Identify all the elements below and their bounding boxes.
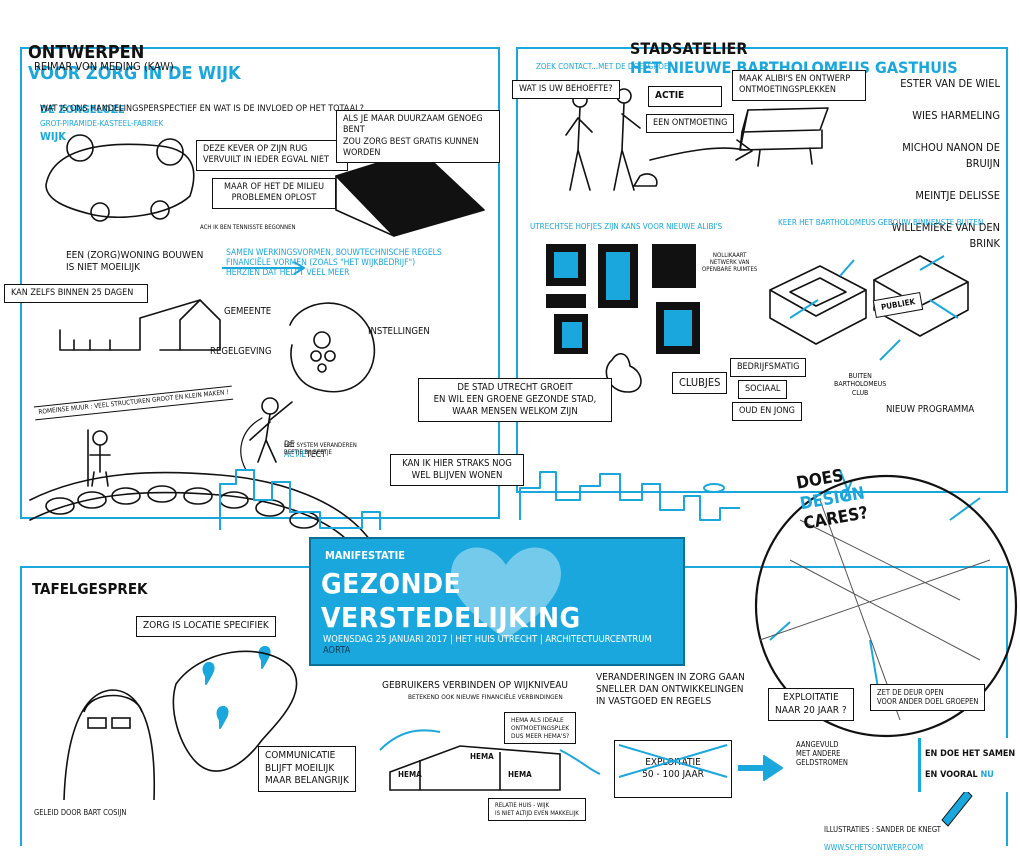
ontmoeting-bubble: EEN ONTMOETING — [646, 114, 735, 134]
hema-sign-3: HEMA — [508, 770, 532, 779]
frame-top-left — [20, 47, 500, 519]
clubjes-box: CLUBJES — [672, 372, 728, 394]
activist-b: ACTIE — [284, 450, 307, 461]
credit-line: ILLUSTRATIES : SANDER DE KNEGT — [824, 825, 941, 834]
credit-text: ILLUSTRATIES : SANDER DE KNEGT WWW.SCHET… — [824, 816, 941, 861]
design-cares-title: DOES DESIGN CARES? — [791, 443, 870, 535]
banner-details-text: WOENSDAG 25 JANUARI 2017 | HET HUIS UTRE… — [323, 634, 652, 646]
zorgeloze-c: WIJK — [40, 129, 66, 143]
sociaal-box: SOCIAAL — [738, 380, 788, 400]
hema-sign-2: HEMA — [470, 752, 494, 761]
veranderingen-text: VERANDERINGEN IN ZORG GAAN SNELLER DAN O… — [596, 672, 745, 707]
exploitatie-old: EXPLOITATIE 50 - 100 JAAR — [614, 740, 732, 798]
skyline-right — [519, 471, 740, 521]
tafelgesprek-title: TAFELGESPREK — [32, 580, 148, 598]
regelgeving-label: REGELGEVING — [210, 346, 272, 357]
banner-title: GEZONDE VERSTEDELIJKING — [321, 567, 581, 634]
oudjong-box: OUD EN JONG — [732, 402, 802, 422]
samen-tag: EN DOE HET SAMEN EN VOORAL NU — [918, 738, 1016, 792]
exploitatie-new: EXPLOITATIE NAAR 20 JAAR ? — [768, 688, 854, 721]
buiten-club: BUITEN BARTHOLOMEUS CLUB — [834, 372, 887, 397]
keer-title: KEER HET BARTHOLOMEUS GEBOUW BINNENSTE B… — [778, 218, 984, 227]
zorgeloze-subtitle: WAT IS ONS HANDELINGSPERSPECTIEF EN WAT … — [40, 104, 364, 114]
house-sketch-icon — [59, 299, 221, 351]
relatie-box: RELATIE HUIS - WIJK IS NIET ALTIJD EVEN … — [488, 798, 586, 821]
hema-question: HEMA ALS IDEALE ONTMOETINGSPLEK DUS MEER… — [504, 712, 577, 745]
header-right-prefix: STADSATELIER — [630, 39, 748, 59]
roman-wall-icon — [29, 471, 371, 541]
activist-a: DE — [284, 440, 295, 451]
milieu-bubble: MAAR OF HET DE MILIEU PROBLEMEN OPLOST — [212, 178, 336, 209]
zorgeloze-a: DE ZORGELOZE — [40, 103, 125, 117]
banner-kicker: MANIFESTATIE — [325, 549, 406, 562]
gebruikers-title: GEBRUIKERS VERBINDEN OP WIJKNIVEAU — [382, 680, 568, 691]
person-3: MEINTJE DELISSE — [915, 189, 1000, 202]
speaker-reimar: REIMAR VON MEDING (KAW) — [34, 60, 174, 73]
frame-top-right — [516, 47, 1008, 493]
zorgeloze-title: DE ZORGELOZE GROT-PIRAMIDE-KASTEEL-FABRI… — [40, 90, 163, 143]
tenniste-note: ACH IK BEN TENNISSTE BEGONNEN — [200, 224, 296, 231]
beetle-car-icon — [45, 143, 195, 219]
manifestatie-banner: MANIFESTATIE GEZONDE VERSTEDELIJKING WOE… — [309, 537, 685, 666]
banner-org: AORTA — [323, 645, 351, 657]
samen-c: NU — [980, 770, 994, 781]
groeit-bubble: DE STAD UTRECHT GROEIT EN WIL EEN GROENE… — [418, 378, 612, 422]
betekend-sub: BETEKEND OOK NIEUWE FINANCIËLE VERBINDIN… — [408, 693, 563, 701]
zorgwoning-text: EEN (ZORG)WONING BOUWEN IS NIET MOEILIJK — [66, 250, 204, 273]
header-left: ONTWERPEN VOOR ZORG IN DE WIJK — [28, 20, 241, 85]
nollikaart: NOLLIKAART NETWERK VAN OPENBARE RUIMTES — [702, 252, 758, 274]
hema-building — [389, 745, 561, 791]
skyline-left — [219, 469, 381, 530]
dagen-bubble: KAN ZELFS BINNEN 25 DAGEN — [4, 284, 148, 304]
people-list: ESTER VAN DE WIEL WIES HARMELING MICHOU … — [872, 60, 1000, 268]
bedrijf-box: BEDRIJFSMATIG — [730, 358, 807, 378]
gemeente-label: GEMEENTE — [224, 306, 272, 317]
deur-bubble: ZET DE DEUR OPEN VOOR ANDER DOEL GROEPEN — [870, 684, 986, 711]
activist-caption: DE ACTIETECT — [284, 430, 326, 461]
locatie-bubble: ZORG IS LOCATIE SPECIFIEK — [136, 616, 276, 637]
person-2: MICHOU NANON DE BRUIJN — [902, 141, 1000, 170]
person-0: ESTER VAN DE WIEL — [900, 77, 1000, 90]
person-4: WILLEMIEKE VAN DEN BRINK — [891, 221, 1000, 250]
activist-c: TECT — [306, 450, 326, 461]
actie-tag: ACTIE — [648, 86, 722, 107]
aangevuld: AANGEVULD MET ANDERE GELDSTROMEN — [796, 740, 848, 767]
geleid-door: GELEID DOOR BART COSIJN — [34, 808, 127, 817]
behoefte-bubble: WAT IS UW BEHOEFTE? — [512, 80, 620, 100]
samen-werking-text: SAMEN WERKINGSVORMEN, BOUWTECHNISCHE REG… — [226, 248, 442, 279]
samen-a: EN DOE HET SAMEN — [925, 748, 1016, 759]
zorgeloze-b: GROT-PIRAMIDE-KASTEEL-FABRIEK — [40, 119, 164, 129]
communicatie-bubble: COMMUNICATIE BLIJFT MOEILIJK MAAR BELANG… — [258, 746, 356, 792]
duurzaam-bubble: ALS JE MAAR DUURZAAM GENOEG BENT ZOU ZOR… — [336, 110, 500, 163]
instellingen-label: INSTELLINGEN — [368, 326, 430, 337]
portrait-bart-cosijn — [63, 689, 156, 801]
cross-out-icon — [618, 744, 728, 778]
hofjes-title: UTRECHTSE HOFJES ZIJN KANS VOOR NIEUWE A… — [530, 222, 723, 231]
header-left-suffix: VOOR ZORG IN DE WIJK — [28, 63, 241, 85]
kever-bubble: DEZE KEVER OP ZIJN RUG VERVUILT IN IEDER… — [196, 140, 348, 171]
banner-details: WOENSDAG 25 JANUARI 2017 | HET HUIS UTRE… — [323, 623, 652, 656]
zoek-contact: ZOEK CONTACT...MET DE DOELGROEP — [536, 62, 673, 71]
credit-url: WWW.SCHETSONTWERP.COM — [824, 843, 924, 852]
blijven-bubble: KAN IK HIER STRAKS NOG WEL BLIJVEN WONEN — [390, 454, 524, 486]
header-left-prefix: ONTWERPEN — [28, 41, 145, 63]
person-1: WIES HARMELING — [912, 109, 1000, 122]
samen-b: EN VOORAL — [925, 770, 978, 781]
design-circle — [754, 474, 1018, 738]
alibi-bubble: MAAK ALIBI'S EN ONTWERP ONTMOETINGSPLEKK… — [732, 70, 866, 101]
activist-sub: HET SYSTEM VERANDEREN BEETJE BIJ BEETJE — [284, 442, 357, 457]
hema-sign-1: HEMA — [398, 770, 422, 779]
heart-icon — [451, 547, 561, 639]
map-blob — [172, 650, 298, 772]
nieuw-programma: NIEUW PROGRAMMA — [886, 404, 975, 415]
bench-icon — [741, 107, 829, 133]
